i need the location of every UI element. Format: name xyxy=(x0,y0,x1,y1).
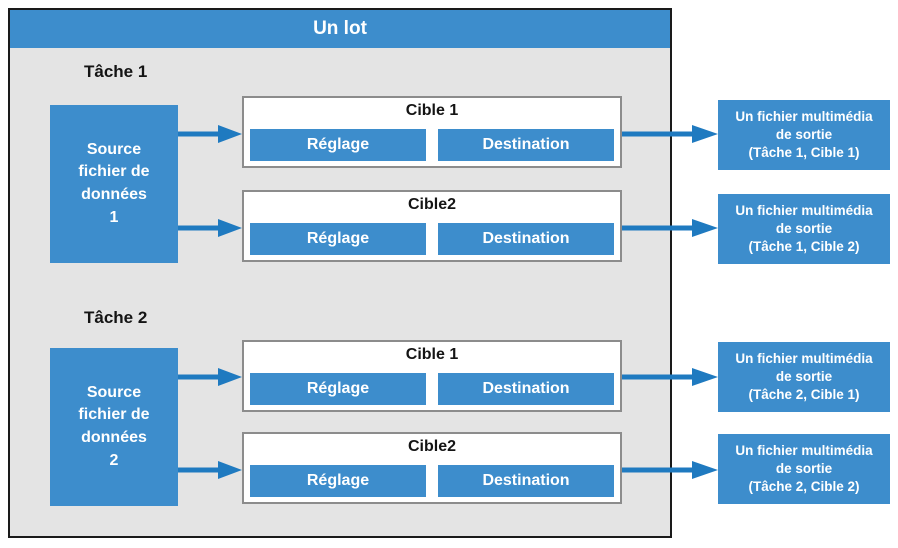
output-box-task1-target2: Un fichier multimédia de sortie (Tâche 1… xyxy=(718,194,890,264)
cible-box-task2-target2: Cible2 Réglage Destination xyxy=(242,432,622,504)
destination-bar[interactable]: Destination xyxy=(438,223,614,255)
cible-box-task1-target1: Cible 1 Réglage Destination xyxy=(242,96,622,168)
output-box-task1-target1: Un fichier multimédia de sortie (Tâche 1… xyxy=(718,100,890,170)
cible-title: Cible2 xyxy=(407,438,456,455)
cible-bars: Réglage Destination xyxy=(250,373,614,405)
output-box-text: Un fichier multimédia de sortie (Tâche 2… xyxy=(735,351,873,402)
cible-title: Cible 1 xyxy=(405,346,459,363)
output-box-text: Un fichier multimédia de sortie (Tâche 2… xyxy=(735,443,873,494)
cible-bars: Réglage Destination xyxy=(250,223,614,255)
task-label-1: Tâche 1 xyxy=(84,62,148,81)
output-box-task2-target1: Un fichier multimédia de sortie (Tâche 2… xyxy=(718,342,890,412)
setting-bar[interactable]: Réglage xyxy=(250,223,426,255)
setting-bar[interactable]: Réglage xyxy=(250,129,426,161)
cible-bars: Réglage Destination xyxy=(250,465,614,497)
source-box-task-1: Source fichier de données 1 xyxy=(50,105,178,263)
source-box-text: Source fichier de données 1 xyxy=(78,140,150,226)
source-box-task-2: Source fichier de données 2 xyxy=(50,348,178,506)
cible-bars: Réglage Destination xyxy=(250,129,614,161)
output-box-text: Un fichier multimédia de sortie (Tâche 1… xyxy=(735,109,873,160)
destination-bar[interactable]: Destination xyxy=(438,465,614,497)
destination-bar[interactable]: Destination xyxy=(438,373,614,405)
output-box-task2-target2: Un fichier multimédia de sortie (Tâche 2… xyxy=(718,434,890,504)
output-box-text: Un fichier multimédia de sortie (Tâche 1… xyxy=(735,203,873,254)
cible-box-task2-target1: Cible 1 Réglage Destination xyxy=(242,340,622,412)
cible-title: Cible 1 xyxy=(405,102,459,119)
destination-bar[interactable]: Destination xyxy=(438,129,614,161)
source-box-text: Source fichier de données 2 xyxy=(78,383,150,469)
cible-box-task1-target2: Cible2 Réglage Destination xyxy=(242,190,622,262)
task-label-2: Tâche 2 xyxy=(84,308,148,327)
setting-bar[interactable]: Réglage xyxy=(250,373,426,405)
setting-bar[interactable]: Réglage xyxy=(250,465,426,497)
cible-title: Cible2 xyxy=(407,196,456,213)
batch-title: Un lot xyxy=(10,10,670,48)
